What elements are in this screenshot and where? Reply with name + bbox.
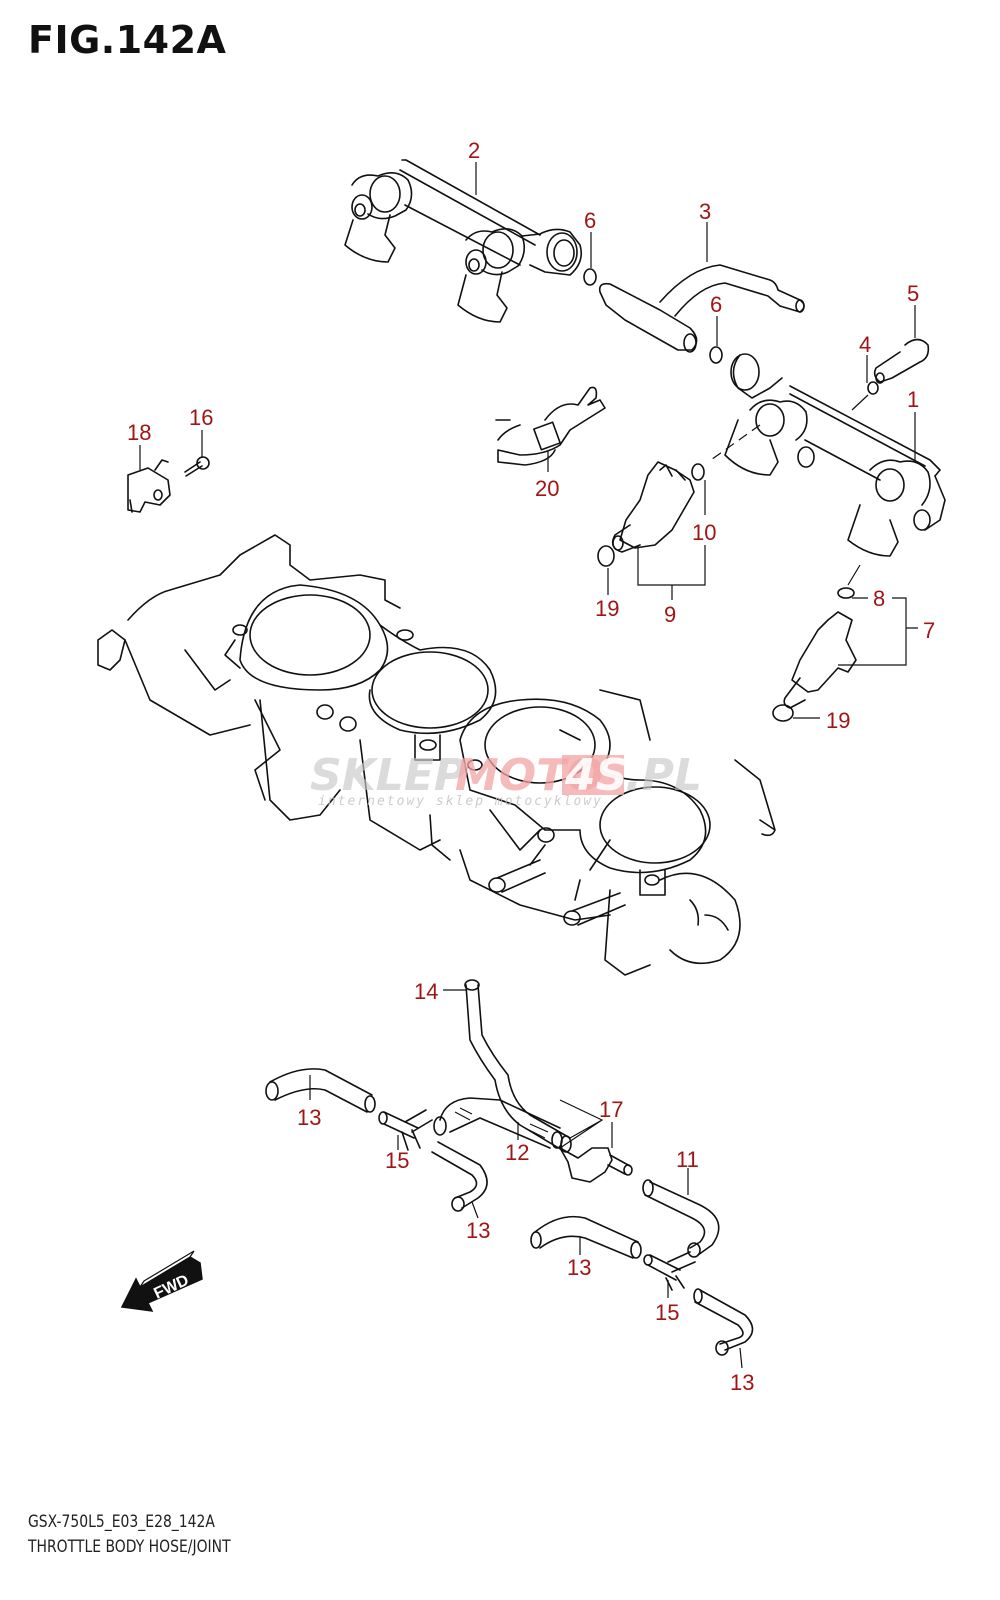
o-ring-6a[interactable] [583, 268, 597, 286]
joint-15b[interactable] [643, 1251, 696, 1291]
hose-13d[interactable] [693, 1288, 754, 1356]
washer[interactable] [867, 381, 879, 395]
fuel-joint-pipe[interactable] [598, 264, 805, 353]
joint-17[interactable] [559, 1147, 633, 1183]
clamp[interactable] [495, 386, 606, 466]
fuel-injector-assy-right[interactable] [783, 611, 857, 709]
seal-19b[interactable] [772, 704, 794, 722]
callout-17[interactable]: 17 [599, 1097, 623, 1122]
fuel-injector-assy-left[interactable] [611, 461, 695, 553]
hose-11[interactable] [642, 1179, 720, 1258]
callout-15b[interactable]: 15 [655, 1300, 679, 1325]
o-ring-8[interactable] [837, 587, 855, 599]
callout-9[interactable]: 9 [664, 602, 676, 627]
hose-12[interactable] [433, 1097, 563, 1149]
figure-caption: THROTTLE BODY HOSE/JOINT [28, 1537, 231, 1557]
callout-1[interactable]: 1 [907, 387, 919, 412]
bolt[interactable] [873, 338, 930, 384]
seal-19a[interactable] [597, 545, 615, 567]
sensor[interactable] [127, 459, 171, 513]
watermark-4s-box [562, 755, 624, 795]
callout-2[interactable]: 2 [468, 138, 480, 163]
figure-code: GSX-750L5_E03_E28_142A [28, 1512, 215, 1532]
callout-19a[interactable]: 19 [595, 596, 619, 621]
callout-13a[interactable]: 13 [297, 1105, 321, 1130]
hose-13c[interactable] [530, 1215, 642, 1259]
callout-14[interactable]: 14 [414, 979, 438, 1004]
callout-20[interactable]: 20 [535, 476, 559, 501]
callout-4[interactable]: 4 [859, 332, 871, 357]
figure-title: FIG.142A [28, 18, 227, 62]
callout-18[interactable]: 18 [127, 420, 151, 445]
watermark-4s: 4S [564, 750, 627, 801]
callout-13d[interactable]: 13 [730, 1370, 754, 1395]
callout-5[interactable]: 5 [907, 281, 919, 306]
hose-13a[interactable] [265, 1068, 376, 1113]
watermark-sklep: SKLEP [310, 750, 466, 801]
callout-15a[interactable]: 15 [385, 1148, 409, 1173]
callout-16[interactable]: 16 [189, 405, 213, 430]
fuel-delivery-pipe-left[interactable] [344, 159, 583, 323]
fuel-delivery-pipe-right[interactable] [724, 353, 946, 557]
fwd-arrow-icon: FWD [120, 1250, 203, 1312]
joint-15a[interactable] [378, 1109, 433, 1151]
watermark-tagline: internetowy sklep motocyklowy [318, 794, 603, 809]
figure-footer: GSX-750L5_E03_E28_142A THROTTLE BODY HOS… [28, 1510, 231, 1560]
callout-7[interactable]: 7 [923, 618, 935, 643]
watermark-pl: .PL [625, 750, 702, 801]
callout-10[interactable]: 10 [692, 520, 716, 545]
callout-6b[interactable]: 6 [710, 292, 722, 317]
callout-8[interactable]: 8 [873, 586, 885, 611]
callout-12[interactable]: 12 [505, 1140, 529, 1165]
callouts: 2 6 3 6 5 4 1 18 16 20 10 19 9 8 7 19 14… [127, 138, 935, 1395]
throttle-body [97, 534, 776, 976]
o-ring-10[interactable] [691, 463, 705, 481]
o-ring-6b[interactable] [709, 346, 723, 364]
leader-lines [139, 162, 918, 1369]
watermark: SKLEP MOTO 4S .PL internetowy sklep moto… [310, 750, 702, 809]
callout-19b[interactable]: 19 [826, 708, 850, 733]
callout-13b[interactable]: 13 [466, 1218, 490, 1243]
screw[interactable] [184, 456, 210, 477]
callout-6a[interactable]: 6 [584, 208, 596, 233]
callout-11[interactable]: 11 [676, 1147, 699, 1172]
callout-3[interactable]: 3 [699, 199, 711, 224]
callout-13c[interactable]: 13 [567, 1255, 591, 1280]
hose-13b[interactable] [431, 1141, 488, 1212]
